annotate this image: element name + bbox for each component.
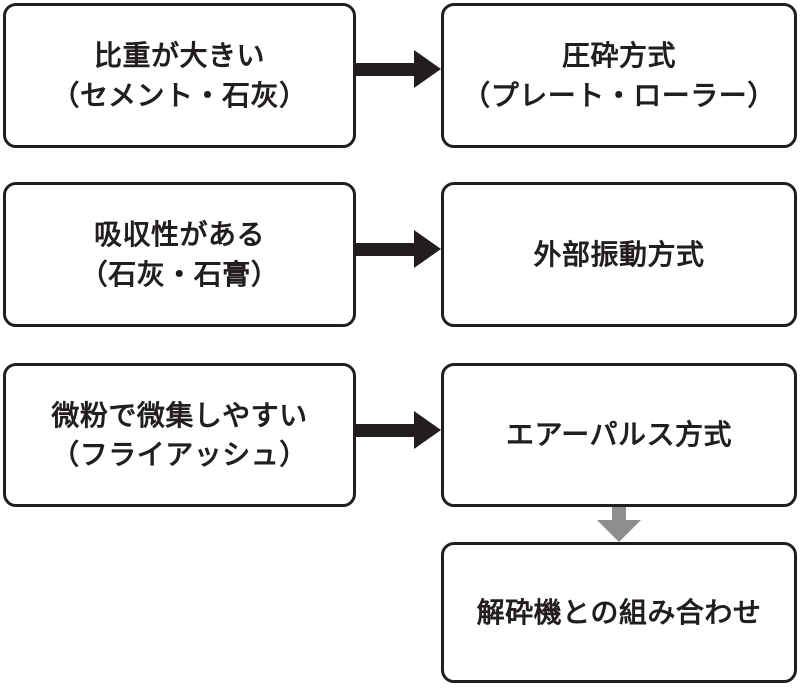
- node-method-compression-label: 圧砕方式 （プレート・ローラー）: [462, 40, 776, 111]
- node-property-fine-powder: 微粉で微集しやすい （フライアッシュ）: [3, 363, 356, 507]
- node-property-absorbent: 吸収性がある （石灰・石膏）: [3, 182, 356, 327]
- arrow-shaft: [356, 62, 414, 76]
- arrow-head: [597, 520, 641, 542]
- node-property-fine-powder-label: 微粉で微集しやすい （フライアッシュ）: [51, 399, 308, 470]
- arrow-shaft: [356, 423, 414, 437]
- arrow-head: [414, 50, 441, 88]
- down-arrow-icon: [597, 507, 641, 542]
- arrow-shaft: [356, 242, 414, 256]
- node-crusher-combination: 解砕機との組み合わせ: [441, 542, 797, 683]
- node-property-heavy-density: 比重が大きい （セメント・石灰）: [3, 3, 356, 148]
- node-method-external-vibration-label: 外部振動方式: [533, 238, 705, 270]
- node-method-air-pulse: エアーパルス方式: [441, 363, 797, 507]
- node-property-absorbent-label: 吸収性がある （石灰・石膏）: [79, 219, 280, 290]
- node-method-compression: 圧砕方式 （プレート・ローラー）: [441, 3, 797, 148]
- node-property-heavy-density-label: 比重が大きい （セメント・石灰）: [51, 40, 308, 111]
- node-method-external-vibration: 外部振動方式: [441, 182, 797, 327]
- arrow-head: [414, 230, 441, 268]
- right-arrow-icon: [356, 50, 441, 88]
- node-method-air-pulse-label: エアーパルス方式: [505, 419, 733, 451]
- arrow-shaft: [612, 507, 626, 520]
- right-arrow-icon: [356, 411, 441, 449]
- arrow-head: [414, 411, 441, 449]
- right-arrow-icon: [356, 230, 441, 268]
- node-crusher-combination-label: 解砕機との組み合わせ: [476, 596, 762, 628]
